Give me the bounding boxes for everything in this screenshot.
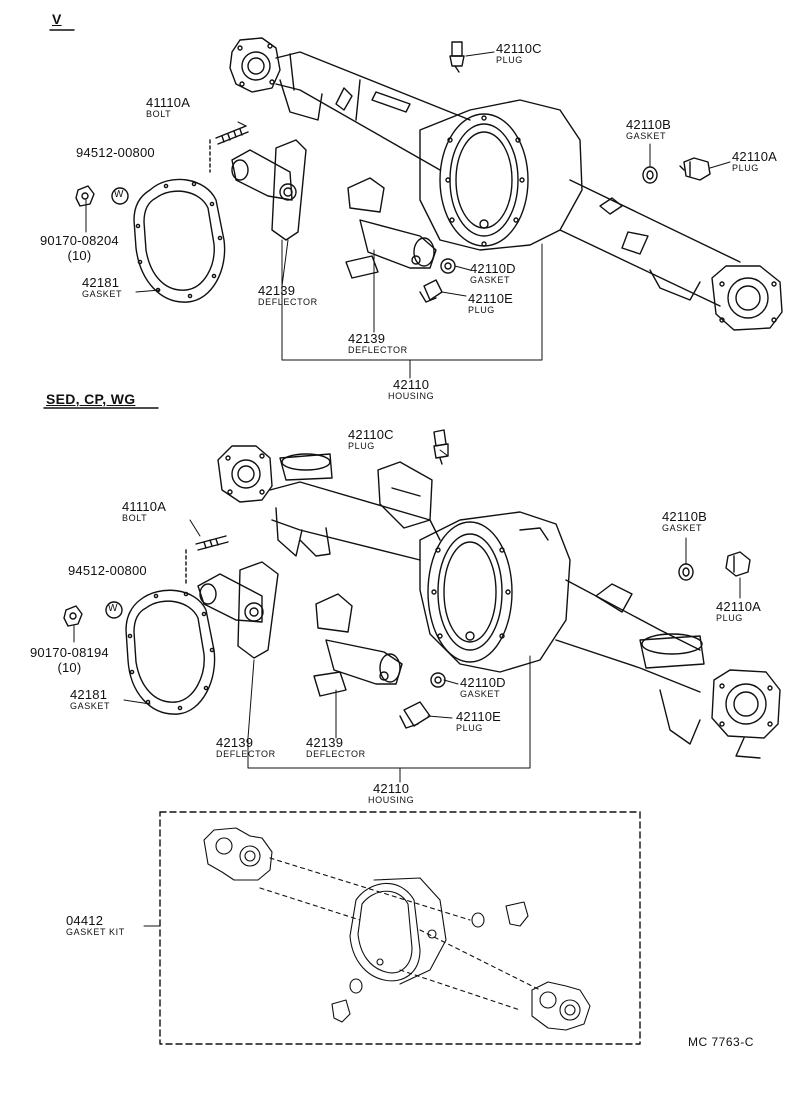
deflector-42139b-sed: [313, 593, 403, 697]
section-title-sed: SED, CP, WG: [46, 391, 136, 407]
callout-v-90170: 90170-08204(10): [40, 233, 119, 263]
plug-42110a-sed: [725, 551, 751, 577]
leaders-sed: [73, 449, 741, 783]
gasket-42110d-v: [440, 258, 456, 274]
plug-42110e-v: [419, 279, 443, 303]
nut-90170-v: [75, 185, 95, 207]
washer-symbol-sed: W: [108, 603, 118, 614]
gasket-42110b-sed: [678, 563, 694, 581]
gasket-kit-drawing: [203, 827, 591, 1031]
washer-94512-v: [111, 187, 129, 205]
bolt-41110a-sed: [185, 535, 229, 585]
axle-housing-sed: [217, 445, 781, 759]
axle-housing-v: [229, 37, 783, 331]
drawing-code: MC 7763-C: [688, 1035, 754, 1049]
bolt-41110a-v: [209, 125, 249, 173]
callout-sed-94512: 94512-00800: [68, 563, 147, 578]
leaders-v: [85, 51, 731, 379]
gasket-42110b-v: [642, 166, 658, 184]
gasket-42110d-sed: [430, 672, 446, 688]
plug-42110a-v: [679, 157, 711, 181]
deflector-42139a-sed: [197, 561, 279, 659]
plug-42110c-v: [449, 41, 465, 73]
callout-v-94512: 94512-00800: [76, 145, 155, 160]
deflector-42139a-v: [231, 139, 307, 241]
nut-90170-sed: [63, 605, 83, 627]
washer-94512-sed: [105, 601, 123, 619]
gasket-kit-frame: [159, 811, 641, 1045]
gasket-42181-v: [133, 178, 226, 303]
washer-symbol-v: W: [114, 189, 124, 200]
deflector-42139b-v: [345, 177, 437, 279]
plug-42110c-sed: [433, 429, 449, 465]
callout-sed-90170: 90170-08194(10): [30, 645, 109, 675]
gasket-42181-sed: [125, 589, 216, 715]
section-title-v: V: [52, 11, 62, 27]
plug-42110e-sed: [399, 701, 431, 729]
